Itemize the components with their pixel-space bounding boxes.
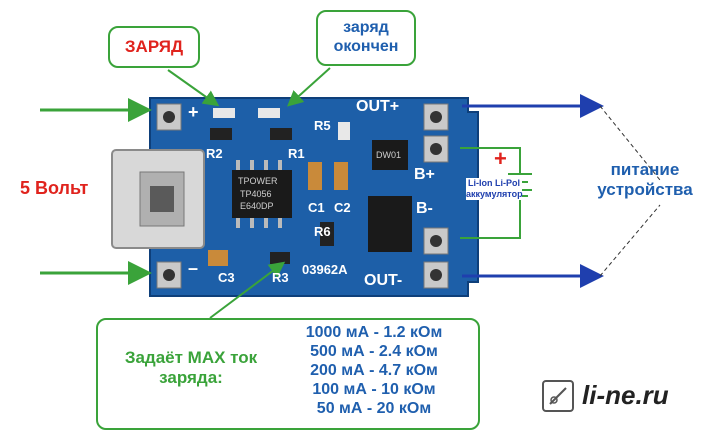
- current-row: 500 мА - 2.4 кОм: [310, 343, 438, 360]
- silk-r3: R3: [272, 270, 289, 285]
- silk-r2: R2: [206, 146, 223, 161]
- silk-c3: C3: [218, 270, 235, 285]
- silk-r6: R6: [314, 224, 331, 239]
- silk-plus: +: [188, 102, 199, 122]
- current-row: 100 мА - 10 кОм: [312, 381, 436, 398]
- silk-r5: R5: [314, 118, 331, 133]
- silk-b-plus: B+: [414, 166, 435, 183]
- current-row: 200 мА - 4.7 кОм: [310, 362, 438, 379]
- silk-c1: C1: [308, 200, 325, 215]
- brand-site[interactable]: li-ne.ru: [582, 380, 669, 410]
- charged-led-pointer: [287, 67, 331, 107]
- battery-label: Li-Ion Li-Pol аккумулятор: [466, 178, 523, 200]
- battery-plus-sign: +: [494, 146, 507, 171]
- battery-wires: [460, 147, 521, 239]
- chip-code: E640DP: [240, 201, 274, 211]
- charge-label: ЗАРЯД: [124, 37, 184, 56]
- silk-c2: C2: [334, 200, 351, 215]
- current-row: 50 мА - 20 кОм: [316, 400, 432, 417]
- silk-board-id: 03962A: [302, 262, 348, 277]
- current-table-rows: 1000 мА - 1.2 кОм 500 мА - 2.4 кОм 200 м…: [284, 323, 464, 418]
- charged-label: заряд окончен: [333, 19, 399, 55]
- silk-r1: R1: [288, 146, 305, 161]
- current-table-callout: Задаёт MAX ток заряда: 1000 мА - 1.2 кОм…: [96, 318, 480, 430]
- device-power-label: питание устройства: [597, 160, 693, 199]
- input-voltage-label: 5 Вольт: [20, 178, 89, 198]
- silk-out-minus: OUT-: [364, 272, 403, 289]
- current-row: 1000 мА - 1.2 кОм: [305, 324, 443, 341]
- mosfet-code: DW01: [376, 150, 402, 160]
- chip-brand: TPOWER: [238, 176, 278, 186]
- chip-model: TP4056: [240, 189, 272, 199]
- brand-logo-icon: [542, 380, 574, 412]
- silk-out-plus: OUT+: [356, 98, 400, 115]
- charged-led-callout: заряд окончен: [316, 10, 416, 66]
- r3-pointer: [209, 261, 286, 319]
- current-table-caption: Задаёт MAX ток заряда:: [124, 348, 258, 387]
- charge-led-pointer: [167, 69, 220, 107]
- silk-b-minus: B-: [416, 200, 433, 217]
- silk-minus: –: [188, 258, 199, 278]
- charge-led-callout: ЗАРЯД: [108, 26, 200, 68]
- pcb-board: [111, 97, 479, 297]
